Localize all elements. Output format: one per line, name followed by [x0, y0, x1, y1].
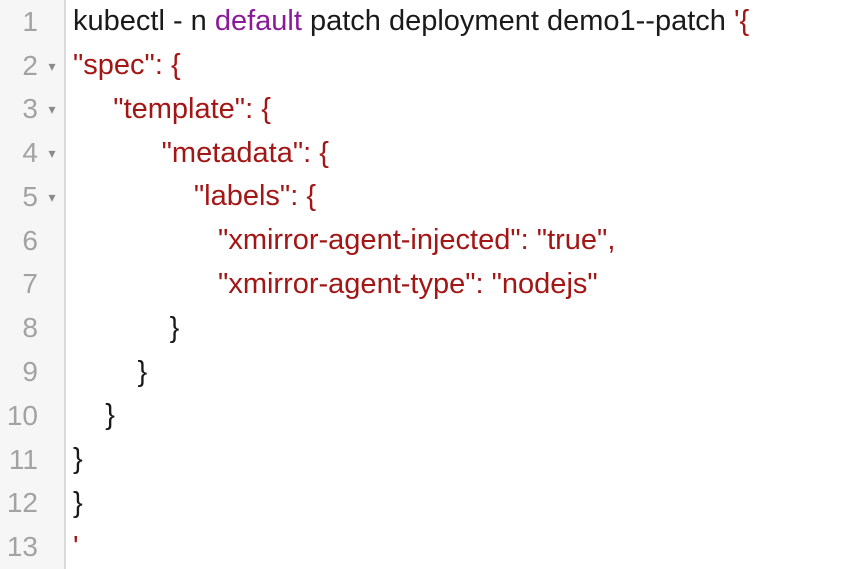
fold-toggle-icon[interactable]: ▾	[48, 145, 56, 162]
code-segment: "metadata": {	[73, 136, 329, 169]
code-segment: "labels": {	[73, 180, 317, 213]
code-line: 4 ▾ "metadata": {	[0, 131, 844, 176]
code-text[interactable]: }	[66, 401, 844, 430]
line-gutter: 12	[0, 481, 66, 526]
code-segment: }	[73, 486, 83, 519]
code-segment: "template": {	[73, 92, 271, 125]
fold-toggle-icon[interactable]: ▾	[48, 188, 56, 205]
code-line: 10 }	[0, 393, 844, 438]
code-line: 5 ▾ "labels": {	[0, 175, 844, 219]
code-line: 12 }	[0, 481, 844, 526]
line-gutter: 5 ▾	[0, 175, 66, 219]
code-text[interactable]: "spec": {	[66, 51, 844, 80]
line-gutter: 7	[0, 262, 66, 307]
code-line: 11 }	[0, 437, 844, 482]
code-segment: "xmirror-agent-injected": "true",	[73, 224, 616, 257]
code-segment: default	[214, 5, 302, 38]
code-line: 8 }	[0, 306, 844, 351]
code-line: 13 '	[0, 525, 844, 569]
line-gutter: 4 ▾	[0, 131, 66, 176]
code-line: 1 kubectl - n default patch deployment d…	[0, 0, 844, 44]
code-segment: kubectl - n	[73, 5, 215, 38]
line-gutter: 3 ▾	[0, 87, 66, 132]
line-gutter: 11	[0, 437, 66, 482]
code-text[interactable]: "template": {	[66, 92, 844, 125]
code-line: 2 ▾ "spec": {	[0, 43, 844, 88]
fold-toggle-icon[interactable]: ▾	[48, 57, 56, 74]
line-number: 9	[22, 356, 38, 387]
code-segment: '{	[733, 5, 750, 38]
line-gutter: 8	[0, 306, 66, 351]
line-number: 11	[8, 443, 38, 475]
code-line: 6 "xmirror-agent-injected": "true",	[0, 218, 844, 263]
code-text[interactable]: '	[66, 530, 844, 563]
code-segment: }	[73, 311, 180, 344]
fold-toggle-icon[interactable]: ▾	[48, 101, 56, 118]
code-text[interactable]: "metadata": {	[66, 136, 844, 169]
code-segment: patch deployment demo1--patch	[301, 5, 734, 38]
code-text[interactable]: }	[66, 355, 844, 388]
line-number: 10	[6, 399, 38, 431]
line-number: 8	[22, 312, 38, 344]
code-text[interactable]: }	[66, 486, 844, 519]
line-number: 5	[22, 180, 38, 212]
line-number: 4	[22, 137, 38, 169]
code-text[interactable]: }	[66, 445, 844, 474]
line-gutter: 6	[0, 218, 66, 263]
code-segment: }	[73, 355, 148, 388]
line-gutter: 2 ▾	[0, 43, 66, 88]
code-line: 9 }	[0, 350, 844, 394]
code-text[interactable]: }	[66, 311, 844, 344]
line-number: 3	[22, 93, 38, 125]
code-line: 3 ▾ "template": {	[0, 87, 844, 132]
line-number: 6	[22, 224, 38, 256]
code-segment: }	[73, 443, 83, 476]
line-number: 7	[22, 268, 38, 300]
line-number: 13	[6, 531, 38, 563]
line-gutter: 10	[0, 393, 66, 438]
line-number: 2	[22, 49, 38, 81]
code-segment: }	[73, 399, 115, 432]
code-text[interactable]: "xmirror-agent-injected": "true",	[66, 226, 844, 255]
line-gutter: 13	[0, 525, 66, 569]
line-number: 1	[22, 5, 38, 37]
code-text[interactable]: kubectl - n default patch deployment dem…	[66, 7, 844, 36]
line-number: 12	[6, 487, 38, 519]
line-gutter: 1	[0, 0, 66, 44]
code-segment: "xmirror-agent-type": "nodejs"	[73, 267, 598, 300]
code-text[interactable]: "labels": {	[66, 182, 844, 211]
code-text[interactable]: "xmirror-agent-type": "nodejs"	[66, 267, 844, 300]
line-gutter: 9	[0, 350, 66, 394]
code-segment: '	[73, 530, 79, 563]
code-segment: "spec": {	[73, 49, 181, 82]
code-line: 7 "xmirror-agent-type": "nodejs"	[0, 262, 844, 307]
